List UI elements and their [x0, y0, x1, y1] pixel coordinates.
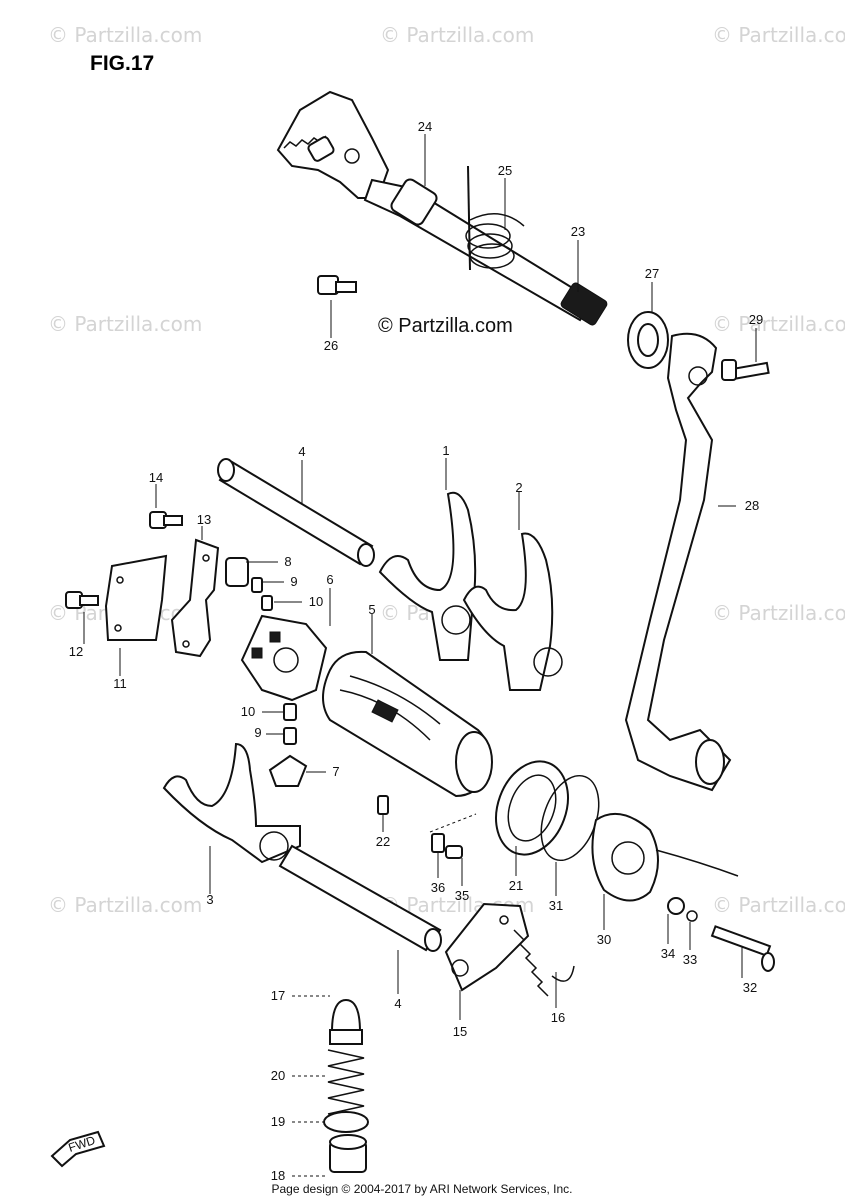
part-label: 25	[498, 163, 512, 178]
part-label: 9	[290, 574, 297, 589]
washer-34	[667, 897, 685, 915]
part-label: 9	[254, 725, 261, 740]
part-label: 20	[271, 1068, 285, 1083]
shift-fork-1	[378, 491, 477, 661]
part-label: 10	[241, 704, 255, 719]
part-label: 36	[431, 880, 445, 895]
washer-21	[495, 760, 569, 856]
watermark: © Partzilla.com	[48, 312, 202, 336]
bolt-29	[721, 359, 770, 381]
watermark: © Partzilla.com	[380, 23, 534, 47]
part-label: 35	[455, 888, 469, 903]
part-label: 7	[332, 764, 339, 779]
part-label: 8	[284, 554, 291, 569]
part-label: 2	[515, 480, 522, 495]
cap-17	[329, 998, 363, 1045]
watermark: © Partzilla.com	[712, 23, 845, 47]
watermark: © Partzilla.com	[48, 23, 202, 47]
stopper-7	[268, 754, 308, 787]
guide-plate-13	[170, 538, 220, 658]
part-label: 18	[271, 1168, 285, 1183]
watermark: © Partzilla.com	[712, 601, 845, 625]
pin-set-lower	[283, 703, 297, 745]
part-label: 30	[597, 932, 611, 947]
part-label: 4	[298, 444, 305, 459]
neutral-switch-30	[591, 813, 739, 902]
stopper-plate-11	[104, 554, 168, 641]
washer-19	[323, 1111, 369, 1133]
watermark: © Partzilla.com	[712, 893, 845, 917]
part-label: 11	[113, 676, 127, 691]
bolt-26	[317, 275, 357, 295]
shift-cam-plate-6	[240, 614, 328, 702]
part-label: 24	[418, 119, 432, 134]
fork-shaft-lower	[278, 844, 442, 952]
shaft-return-spring	[465, 165, 525, 271]
oil-seal-27	[627, 311, 669, 369]
part-label: 32	[743, 980, 757, 995]
part-label: 26	[324, 338, 338, 353]
plug-18	[329, 1134, 367, 1173]
shift-fork-3	[162, 742, 301, 864]
part-label: 5	[368, 602, 375, 617]
part-label: 3	[206, 892, 213, 907]
part-label: 23	[571, 224, 585, 239]
part-label: 33	[683, 952, 697, 967]
plate-15	[444, 902, 530, 992]
leader-lines	[83, 134, 757, 1177]
part-label: 21	[509, 878, 523, 893]
figure-label: FIG.17	[90, 52, 154, 75]
part-labels: 1 2 3 4 4 5 6 7 8 9 9 10 10 11 12 13 14 …	[69, 119, 763, 1183]
watermark: © Partzilla.com	[48, 893, 202, 917]
part-label: 16	[551, 1010, 565, 1025]
part-label: 29	[749, 312, 763, 327]
part-label: 6	[326, 572, 333, 587]
part-label: 13	[197, 512, 211, 527]
part-label: 15	[453, 1024, 467, 1039]
center-watermark: © Partzilla.com	[378, 315, 513, 337]
spring-20	[327, 1049, 365, 1115]
part-label: 1	[442, 443, 449, 458]
pin-set-upper	[225, 557, 273, 611]
shift-shaft	[276, 90, 608, 326]
part-label: 28	[745, 498, 759, 513]
watermark: © Partzilla.com	[712, 312, 845, 336]
spring-16	[513, 929, 575, 997]
part-label: 10	[309, 594, 323, 609]
copyright-footer: Page design © 2004-2017 by ARI Network S…	[271, 1182, 572, 1196]
part-label: 17	[271, 988, 285, 1003]
bolt-12	[65, 591, 99, 609]
bolt-14	[149, 511, 183, 529]
washer-33	[686, 910, 698, 922]
part-label: 31	[549, 898, 563, 913]
part-label: 4	[394, 996, 401, 1011]
forward-arrow-icon: FWD	[50, 1130, 106, 1168]
part-label: 14	[149, 470, 163, 485]
part-label: 34	[661, 946, 675, 961]
pin-22	[377, 795, 389, 815]
shift-cam-drum-5	[322, 650, 493, 798]
fork-shaft-upper	[217, 458, 375, 567]
part-label: 12	[69, 644, 83, 659]
gear-shift-lever	[624, 332, 732, 792]
watermark-layer: © Partzilla.com © Partzilla.com © Partzi…	[48, 23, 845, 917]
part-label: 22	[376, 834, 390, 849]
part-label: 27	[645, 266, 659, 281]
pin-spring-35-36	[429, 813, 477, 859]
bolt-32	[710, 925, 775, 972]
shift-fork-2	[462, 532, 563, 691]
part-label: 19	[271, 1114, 285, 1129]
